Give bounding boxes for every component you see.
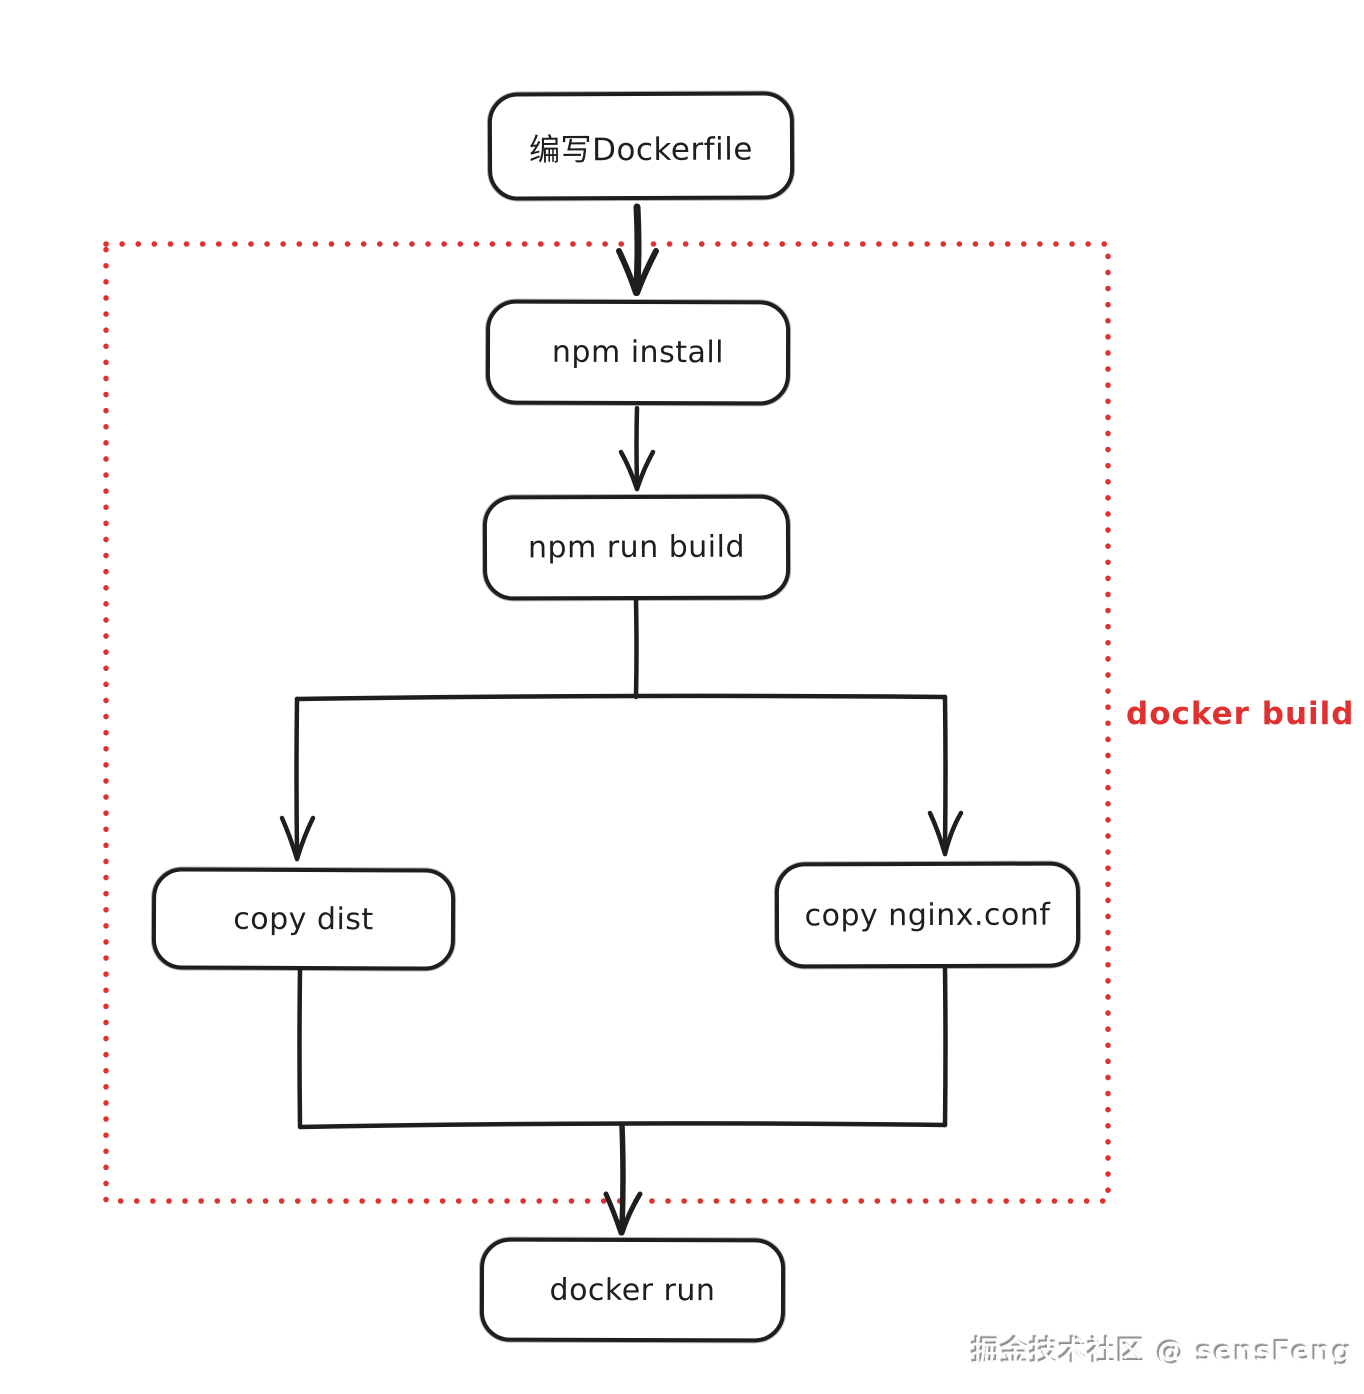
node-npm-install: npm install: [485, 299, 791, 406]
arrow-npm-run-build-branch: [279, 597, 964, 862]
node-npm-run-build: npm run build: [482, 494, 791, 601]
node-docker-run: docker run: [479, 1237, 786, 1343]
docker-build-group-label: docker build: [1126, 696, 1355, 732]
node-docker-run-label: docker run: [549, 1272, 716, 1308]
node-copy-nginx-conf: copy nginx.conf: [774, 861, 1081, 969]
arrow-npm-install-to-npm-run-build: [618, 405, 656, 492]
arrow-merge-to-docker-run: [297, 965, 948, 1236]
node-npm-run-build-label: npm run build: [527, 529, 746, 566]
arrow-branch-to-copy-nginx-conf: [942, 694, 948, 850]
node-copy-nginx-conf-label: copy nginx.conf: [804, 897, 1051, 933]
node-write-dockerfile: 编写Dockerfile: [487, 91, 795, 201]
node-copy-dist: copy dist: [151, 867, 456, 971]
watermark: 掘金技术社区 @ sensFeng: [972, 1335, 1354, 1368]
arrow-write-dockerfile-to-npm-install: [616, 203, 659, 296]
arrow-branch-to-copy-dist: [294, 696, 300, 855]
node-write-dockerfile-label: 编写Dockerfile: [529, 131, 753, 168]
node-copy-dist-label: copy dist: [233, 901, 374, 937]
node-npm-install-label: npm install: [551, 334, 725, 371]
docker-build-group-border: [103, 241, 1111, 1204]
